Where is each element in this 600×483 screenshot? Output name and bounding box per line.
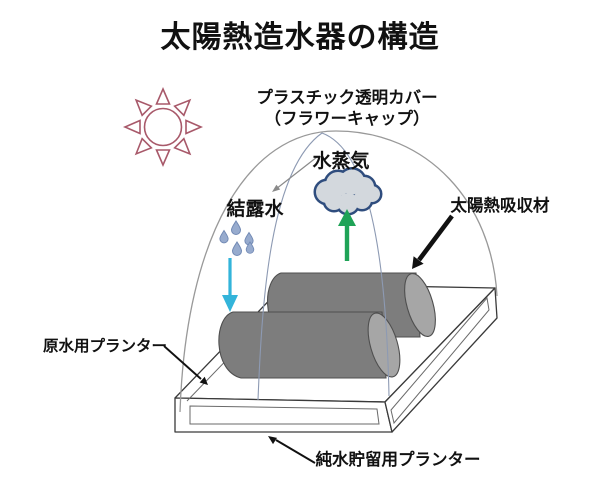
absorber-arrow <box>412 214 454 269</box>
raw-water-label: 原水用プランター <box>43 336 167 355</box>
absorber-label: 太陽熱吸収材 <box>451 195 551 215</box>
absorber-cylinder-front <box>218 311 401 379</box>
cover-label-line2: （フラワーキャップ） <box>265 108 430 128</box>
condensation-down-arrow-icon <box>222 258 238 312</box>
vapor-up-arrow-icon <box>338 209 356 261</box>
steam-cloud-icon <box>313 167 383 216</box>
sun-icon <box>122 86 204 168</box>
pure-water-label: 純水貯留用プランター <box>316 449 481 469</box>
condensation-label: 結露水 <box>226 197 284 220</box>
pure-water-arrow <box>268 436 316 464</box>
inner-arch <box>257 132 390 401</box>
vapor-label: 水蒸気 <box>312 149 369 172</box>
tray-front-face <box>174 397 393 433</box>
tray-right-rim-inset <box>390 296 490 425</box>
page-title: 太陽熱造水器の構造 <box>161 21 440 54</box>
condensation-flow-arrow <box>272 156 318 192</box>
dome-cover <box>179 130 498 413</box>
tray-front-rim-inset <box>189 405 380 425</box>
raw-water-arrow <box>163 345 208 385</box>
tray-right-face <box>384 287 498 433</box>
cover-label-line1: プラスチック透明カバー <box>256 87 437 107</box>
water-droplets-icon <box>219 220 255 256</box>
